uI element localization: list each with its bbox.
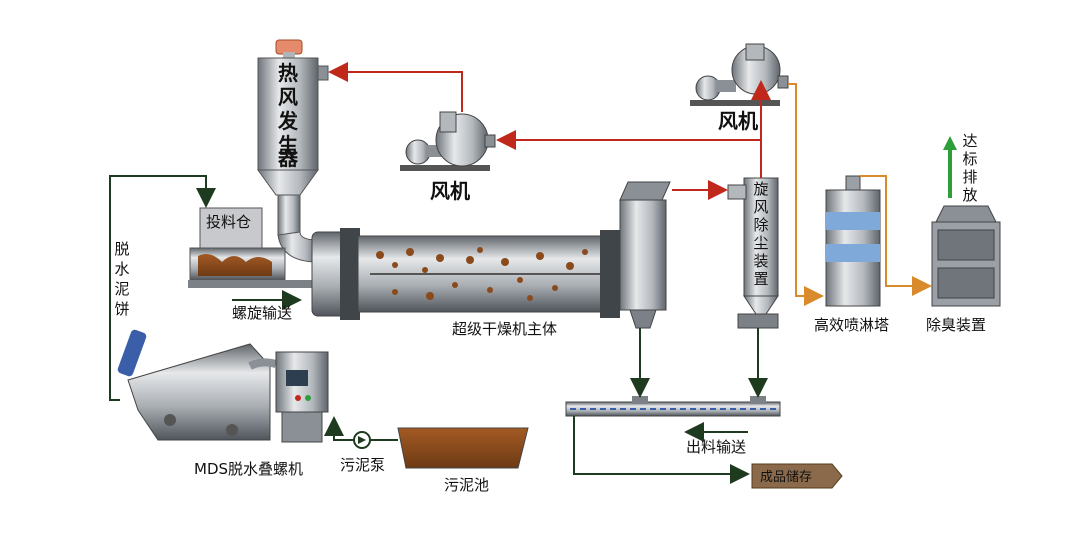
spray-tower [825,175,881,307]
cyclone [727,177,779,329]
feed-bin [188,207,318,288]
exhaust-gas-lines [788,83,932,306]
mds-dewatering-machine [117,329,329,443]
spray-tower-label: 高效喷淋塔 [814,316,889,334]
product-storage-label: 成品储存 [760,470,812,485]
sludge-pump-line [324,416,398,441]
svg-text:除: 除 [753,216,768,234]
screw-conveyor-label: 螺旋输送 [232,304,292,322]
svg-text:排: 排 [962,168,977,186]
hot-air-generator-label: 热 风 发 生 器 [277,61,299,170]
svg-text:器: 器 [277,146,299,170]
svg-text:脱: 脱 [114,240,129,258]
svg-text:生: 生 [278,133,298,157]
svg-text:放: 放 [962,186,977,204]
deodorizer-label: 除臭装置 [926,316,986,334]
mds-machine-label: MDS脱水叠螺机 [194,460,303,478]
hot-air-lines [328,62,771,200]
cyclone-label: 旋 风 除 尘 装 置 [753,180,768,288]
svg-text:达: 达 [962,132,977,150]
svg-text:饼: 饼 [114,300,129,318]
output-conveyor-label: 出料输送 [686,438,746,456]
svg-text:置: 置 [753,270,768,288]
fan-right [690,43,789,106]
sludge-cake-line [109,175,216,401]
svg-text:旋: 旋 [753,180,768,198]
svg-text:尘: 尘 [753,234,768,252]
hot-air-generator [257,39,329,263]
svg-text:水: 水 [114,260,129,278]
svg-text:发: 发 [277,109,299,133]
dryer-body [311,181,671,329]
discharge-arrow [943,136,957,198]
svg-text:风: 风 [753,198,768,216]
svg-text:标: 标 [962,150,977,168]
svg-text:装: 装 [753,252,768,270]
sludge-pump [353,431,371,449]
output-conveyor [565,396,781,417]
fan-left-label: 风机 [430,179,470,203]
sludge-pool [397,427,529,469]
sludge-cake-label: 脱 水 泥 饼 [114,240,129,318]
fan-left [400,111,496,171]
product-storage [751,463,843,489]
svg-text:泥: 泥 [114,280,129,298]
svg-text:风: 风 [278,85,298,109]
deodorizer [931,205,1001,307]
feed-bin-label: 投料仓 [206,213,251,231]
sludge-pool-label: 污泥池 [444,476,489,494]
discharge-label: 达 标 排 放 [962,132,977,204]
svg-text:热: 热 [278,61,298,85]
sludge-pump-label: 污泥泵 [340,456,385,474]
output-flow-lines [573,328,768,484]
fan-right-label: 风机 [718,109,758,133]
dryer-body-label: 超级干燥机主体 [452,320,557,338]
